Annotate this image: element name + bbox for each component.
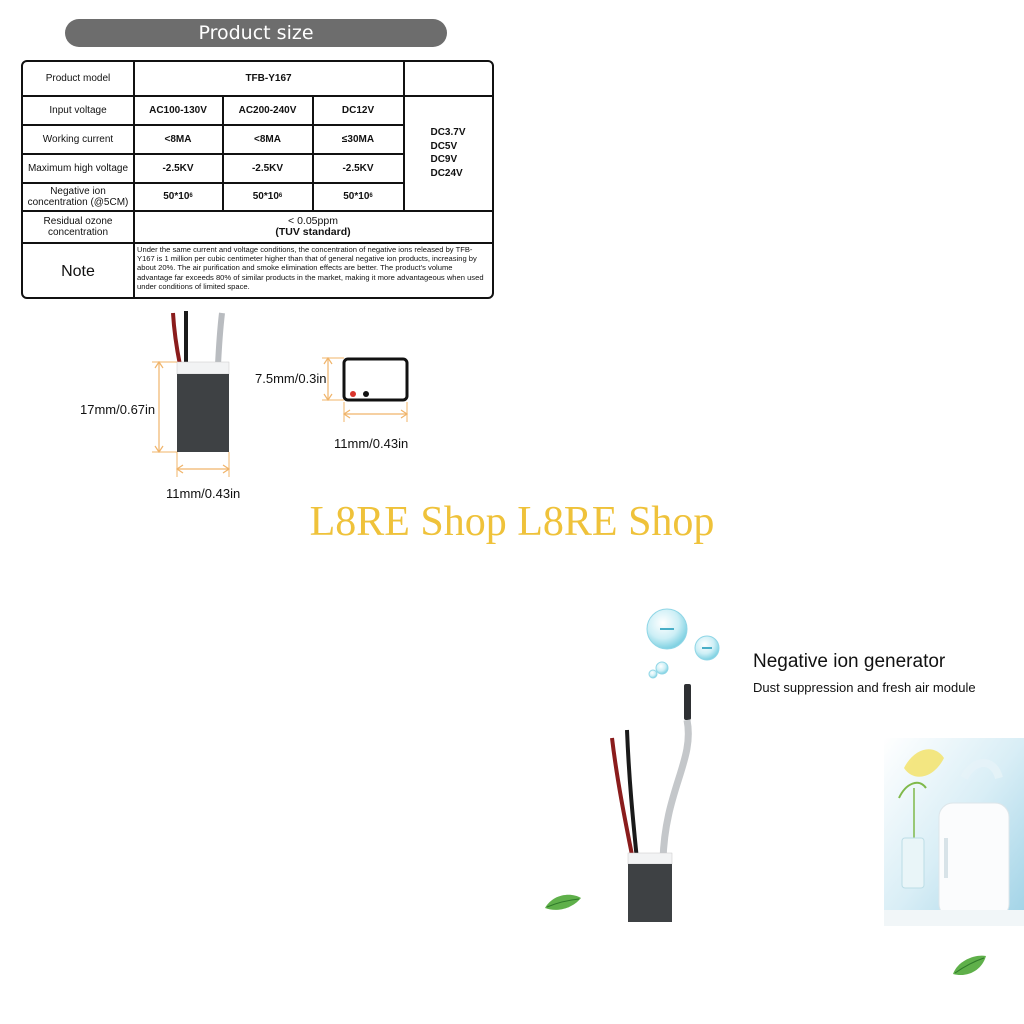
- white-wire: [659, 719, 692, 861]
- leaf-icon: [953, 955, 986, 976]
- module-body: [177, 374, 229, 452]
- table-divider: [133, 62, 135, 297]
- humidifier-scene-image: [884, 738, 1024, 926]
- input-voltage-ac100: AC100-130V: [149, 104, 207, 116]
- ozone-label-line1: Residual ozone: [43, 215, 113, 227]
- arrowheads: [342, 409, 409, 419]
- working-current-ac100: <8MA: [164, 133, 192, 145]
- red-wire: [171, 312, 182, 366]
- module-top-view: [322, 356, 409, 422]
- spec-table: Product model TFB-Y167 Input voltage AC1…: [21, 60, 494, 299]
- table-divider: [23, 210, 492, 212]
- input-voltage-dc12: DC12V: [341, 104, 375, 116]
- module-outline: [342, 357, 409, 402]
- module-body: [628, 864, 672, 922]
- ion-label-line1: Negative ion: [50, 185, 106, 197]
- promo-title: Negative ion generator: [753, 651, 946, 672]
- dc-options: DC3.7V DC5V DC9V DC24V: [404, 96, 492, 210]
- max-voltage-dc12: -2.5KV: [342, 162, 374, 174]
- ozone-label: Residual ozone concentration: [23, 211, 133, 242]
- depth-dimension-label: 7.5mm/0.3in: [255, 371, 327, 386]
- leaf-icon: [545, 894, 581, 910]
- model-label: Product model: [45, 73, 111, 84]
- module-front-view: [152, 311, 231, 477]
- dc-option: DC24V: [430, 167, 463, 179]
- ion-bubbles-icon: [646, 608, 720, 679]
- model-value: TFB-Y167: [245, 73, 292, 84]
- table-divider: [312, 95, 314, 210]
- table-divider: [23, 242, 492, 244]
- module-top-cap: [176, 361, 230, 375]
- working-current-dc12: ≤30MA: [341, 133, 375, 145]
- module-top-cap: [627, 852, 673, 865]
- red-wire: [610, 737, 635, 861]
- table-divider: [403, 62, 405, 210]
- note-text: Under the same current and voltage condi…: [137, 245, 484, 291]
- arrowheads: [323, 356, 333, 402]
- table-divider: [23, 153, 403, 155]
- ion-generator-illustration: [610, 684, 692, 922]
- max-voltage-ac100: -2.5KV: [162, 162, 194, 174]
- ion-label-line2: concentration (@5CM): [27, 196, 129, 208]
- dc-option: DC9V: [430, 154, 458, 165]
- arrowheads: [175, 464, 231, 474]
- arrowheads: [154, 360, 164, 454]
- height-dimension-label: 17mm/0.67in: [80, 402, 156, 417]
- max-voltage-label: Maximum high voltage: [27, 162, 129, 174]
- emitter-tip: [684, 684, 691, 720]
- ozone-value-line1: < 0.05ppm: [288, 214, 338, 227]
- table-divider: [23, 95, 492, 97]
- product-size-header: Product size: [65, 19, 447, 47]
- top-width-dimension-label: 11mm/0.43in: [334, 436, 409, 451]
- dc-option: DC3.7V: [430, 127, 466, 138]
- ozone-label-line2: concentration: [47, 226, 109, 238]
- max-voltage-ac200: -2.5KV: [251, 162, 284, 174]
- note-label: Note: [61, 262, 95, 280]
- red-terminal: [350, 391, 356, 397]
- ozone-value: < 0.05ppm (TUV standard): [134, 211, 492, 242]
- working-current-label: Working current: [42, 133, 114, 145]
- white-wire: [215, 312, 225, 366]
- input-voltage-ac200: AC200-240V: [238, 104, 297, 116]
- table-divider: [23, 124, 403, 126]
- table-divider: [222, 95, 224, 210]
- table-divider: [23, 182, 403, 184]
- ozone-value-line2: (TUV standard): [275, 225, 351, 238]
- ion-concentration-label: Negative ion concentration (@5CM): [23, 183, 133, 210]
- input-voltage-label: Input voltage: [49, 104, 107, 116]
- working-current-ac200: <8MA: [254, 133, 281, 145]
- front-width-dimension-label: 11mm/0.43in: [166, 486, 241, 501]
- promo-subtitle: Dust suppression and fresh air module: [753, 680, 976, 695]
- black-wire: [625, 729, 639, 861]
- shop-watermark: L8RE Shop L8RE Shop: [309, 499, 715, 545]
- dc-option: DC5V: [430, 140, 458, 152]
- black-terminal: [363, 391, 369, 397]
